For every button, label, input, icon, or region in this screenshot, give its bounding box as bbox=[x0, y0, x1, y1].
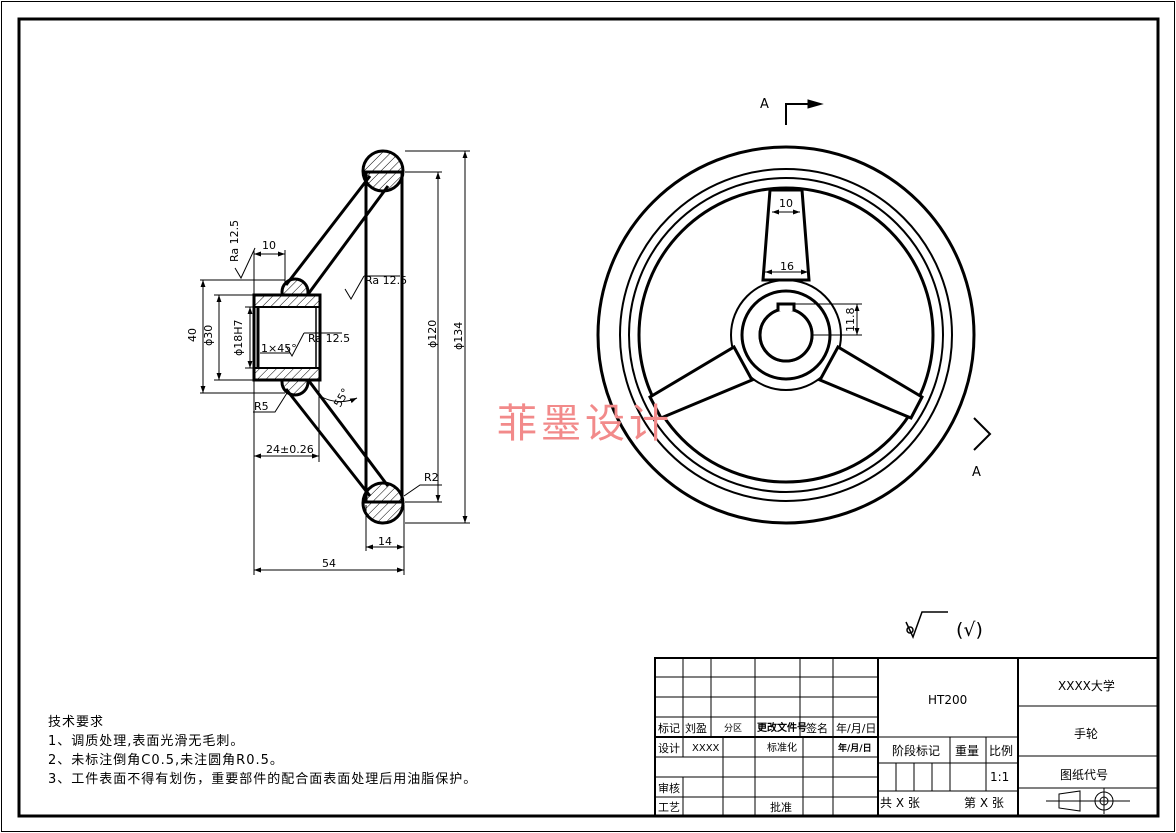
technical-requirements: 技术要求 1、调质处理,表面光滑无毛刺。 2、未标注倒角C0.5,未注圆角R0.… bbox=[48, 713, 477, 789]
r5-label: R5 bbox=[254, 400, 269, 413]
len-14-label: 14 bbox=[378, 535, 392, 548]
tech-line-1: 1、调质处理,表面光滑无毛刺。 bbox=[48, 734, 245, 749]
tech-title: 技术要求 bbox=[48, 715, 105, 730]
tb-change-doc: 更改文件号 bbox=[757, 721, 807, 734]
tech-line-3: 3、工件表面不得有划伤，重要部件的配合面表面处理后用油脂保护。 bbox=[48, 772, 478, 787]
tb-scale: 比例 bbox=[989, 744, 1013, 758]
roughness-symbol bbox=[905, 611, 948, 639]
tb-mark: 标记 bbox=[658, 721, 680, 735]
len-54-label: 54 bbox=[322, 557, 336, 570]
chamfer-label: 1×45° bbox=[261, 342, 297, 355]
inner-border bbox=[17, 17, 1160, 818]
tb-stage: 阶段标记 bbox=[892, 743, 940, 758]
ra-top-label: Ra 12.5 bbox=[228, 220, 241, 262]
tb-material: HT200 bbox=[928, 693, 967, 707]
dia-40-label: 40 bbox=[186, 328, 199, 342]
tb-review: 审核 bbox=[658, 781, 680, 795]
rim-bottom-circle bbox=[361, 481, 405, 525]
roughness-note: (√) bbox=[956, 619, 983, 641]
keyway-11-8-label: 11.8 bbox=[844, 308, 857, 333]
tb-designer: XXXX bbox=[692, 743, 720, 754]
tb-sheet-no: 第 X 张 bbox=[964, 796, 1004, 810]
ra-bore-label: Ra 12.5 bbox=[308, 332, 350, 345]
tb-design: 设计 bbox=[658, 742, 680, 755]
section-mark-a-right: A bbox=[972, 465, 981, 480]
spoke-16-label: 16 bbox=[780, 260, 794, 273]
dia-30-label: ϕ30 bbox=[202, 325, 215, 346]
rim-section bbox=[364, 170, 404, 504]
dia-18-label: ϕ18H7 bbox=[232, 319, 245, 356]
len-24-label: 24±0.26 bbox=[266, 443, 314, 456]
side-view bbox=[252, 149, 405, 525]
tb-approve: 批准 bbox=[770, 800, 792, 814]
tech-line-2: 2、未标注倒角C0.5,未注圆角R0.5。 bbox=[48, 753, 284, 768]
tb-sheets-total: 共 X 张 bbox=[880, 796, 920, 810]
front-dimensions bbox=[765, 99, 992, 451]
r2-label: R2 bbox=[424, 471, 439, 484]
tb-date: 年/月/日 bbox=[836, 721, 876, 735]
tb-sign: 签名 bbox=[806, 721, 828, 735]
section-mark-a-top: A bbox=[760, 97, 769, 112]
rim-top-circle bbox=[361, 149, 405, 193]
tb-zone: 分区 bbox=[724, 723, 742, 734]
angle-55-label: 55° bbox=[331, 386, 352, 409]
tb-scale-val: 1:1 bbox=[990, 770, 1009, 784]
tb-date2: 年/月/日 bbox=[838, 742, 872, 754]
tb-process: 工艺 bbox=[658, 801, 680, 814]
dia-120-label: ϕ120 bbox=[426, 320, 439, 348]
tb-school: XXXX大学 bbox=[1058, 678, 1115, 693]
tb-part-name: 手轮 bbox=[1074, 727, 1098, 741]
side-dimensions bbox=[200, 150, 470, 575]
tb-drawing-no: 图纸代号 bbox=[1060, 768, 1108, 782]
tb-name: 刘盈 bbox=[685, 722, 707, 735]
spoke-top-10-label: 10 bbox=[779, 197, 793, 210]
width-10-label: 10 bbox=[262, 239, 276, 252]
ra-mid-label: Ra 12.5 bbox=[365, 274, 407, 287]
title-block-lines bbox=[654, 657, 1159, 817]
tb-std: 标准化 bbox=[767, 741, 797, 754]
dia-134-label: ϕ134 bbox=[452, 322, 465, 350]
tb-weight: 重量 bbox=[955, 744, 979, 758]
watermark: 菲墨设计 bbox=[497, 401, 673, 447]
